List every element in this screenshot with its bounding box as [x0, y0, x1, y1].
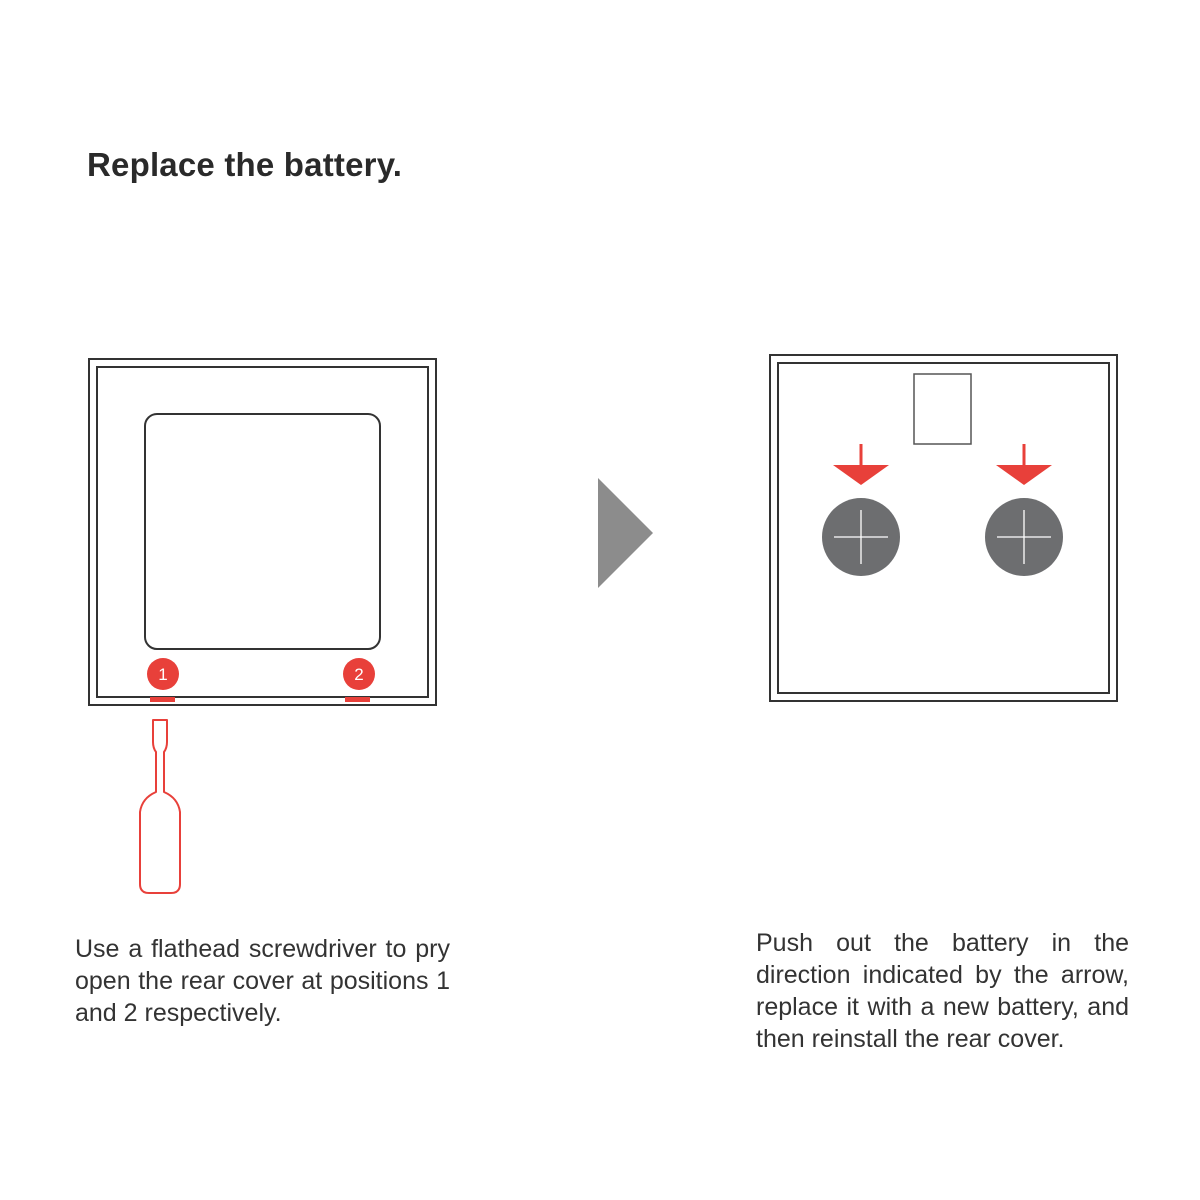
- next-step-arrow-icon: [598, 478, 653, 588]
- opened-device-inner-frame: [777, 362, 1110, 694]
- screwdriver-icon: [139, 719, 181, 894]
- pry-slot-2: [345, 697, 370, 702]
- pry-position-2: 2: [343, 658, 375, 702]
- battery-connector: [913, 373, 972, 445]
- pry-marker-2-label: 2: [354, 665, 363, 684]
- step2-device-diagram: [769, 354, 1118, 702]
- device-outer-frame: [88, 358, 437, 706]
- pry-marker-1: [147, 658, 179, 690]
- pry-marker-2: [343, 658, 375, 690]
- device-inner-frame: [96, 366, 429, 698]
- battery-left: [822, 444, 900, 576]
- step1-caption: Use a flathead screwdriver to pry open t…: [75, 935, 450, 1027]
- step2-caption: Push out the battery in the direction in…: [756, 929, 1129, 1053]
- opened-device-outer-frame: [769, 354, 1118, 702]
- step1-device-diagram: 1 2: [88, 358, 437, 706]
- down-arrow-icon-head: [833, 465, 889, 485]
- pry-marker-1-label: 1: [158, 665, 167, 684]
- battery-right: [985, 444, 1063, 576]
- pry-position-1: 1: [147, 658, 179, 702]
- page-title: Replace the battery.: [87, 146, 403, 183]
- pry-slot-1: [150, 697, 175, 702]
- down-arrow-icon-head: [996, 465, 1052, 485]
- device-screen: [144, 413, 381, 650]
